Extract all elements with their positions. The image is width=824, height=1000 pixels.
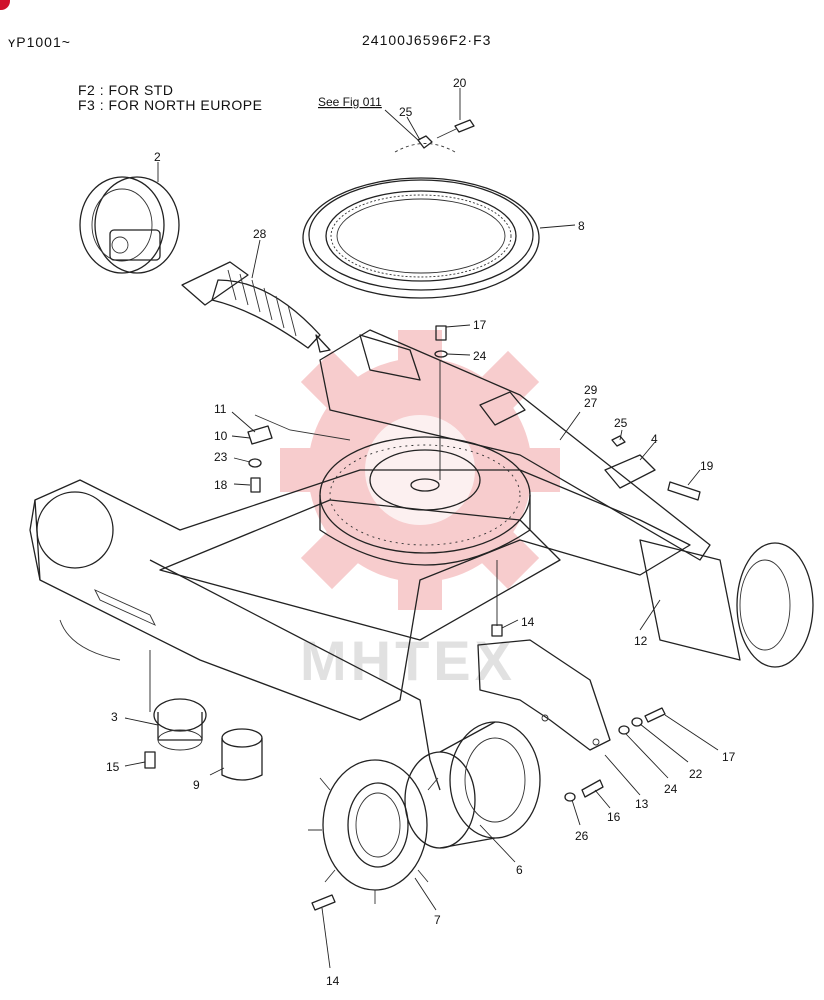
bolt-17-top bbox=[435, 325, 447, 341]
nut-25-right bbox=[611, 435, 626, 447]
callout-27: 27 bbox=[584, 396, 598, 410]
note-f3: F3 : FOR NORTH EUROPE bbox=[78, 97, 263, 113]
center-swing-circle bbox=[319, 436, 531, 566]
washer-23 bbox=[248, 458, 262, 468]
watermark-text: MHTEX bbox=[300, 629, 516, 692]
callout-24: 24 bbox=[473, 349, 487, 363]
washer-22 bbox=[631, 717, 643, 727]
callout-28: 28 bbox=[253, 227, 267, 241]
callout-24b: 24 bbox=[664, 782, 678, 796]
bolt-14-bottom bbox=[311, 894, 336, 911]
callout-15: 15 bbox=[106, 760, 120, 774]
washer-26 bbox=[564, 792, 576, 802]
idler-wheel bbox=[79, 176, 180, 274]
clip-10 bbox=[247, 425, 273, 445]
bolt-19 bbox=[667, 481, 701, 501]
callout-12: 12 bbox=[634, 634, 648, 648]
callout-17b: 17 bbox=[722, 750, 736, 764]
callout-2: 2 bbox=[154, 150, 161, 164]
callout-4: 4 bbox=[651, 432, 658, 446]
leader-lines bbox=[124, 88, 719, 969]
callout-16: 16 bbox=[607, 810, 621, 824]
rear-idler-right bbox=[639, 539, 814, 668]
bolt-17-bottom bbox=[644, 707, 666, 723]
callout-25b: 25 bbox=[614, 416, 628, 430]
carrier-roller-9 bbox=[221, 728, 263, 781]
part-code: 24100J6596F2·F3 bbox=[362, 32, 492, 48]
callout-17: 17 bbox=[473, 318, 487, 332]
callout-6: 6 bbox=[516, 863, 523, 877]
sprocket-7 bbox=[308, 759, 439, 904]
bolt-20 bbox=[436, 119, 475, 139]
callout-25: 25 bbox=[399, 105, 413, 119]
front-wheel-left bbox=[36, 491, 114, 569]
track-adjuster-spring bbox=[181, 261, 331, 353]
callout-18: 18 bbox=[214, 478, 228, 492]
callout-9: 9 bbox=[193, 778, 200, 792]
callout-7: 7 bbox=[434, 913, 441, 927]
bolt-18 bbox=[250, 477, 261, 493]
see-fig-reference: See Fig 011 bbox=[318, 95, 382, 109]
callout-14b: 14 bbox=[326, 974, 340, 988]
travel-motor-6 bbox=[404, 721, 541, 849]
callout-23: 23 bbox=[214, 450, 228, 464]
nut-25 bbox=[394, 135, 456, 153]
callout-29: 29 bbox=[584, 383, 598, 397]
callout-22: 22 bbox=[689, 767, 703, 781]
corner-badge bbox=[0, 0, 10, 10]
track-frame bbox=[29, 329, 711, 791]
swing-bearing bbox=[302, 177, 540, 299]
note-f2: F2 : FOR STD bbox=[78, 82, 174, 98]
callout-11: 11 bbox=[214, 402, 227, 416]
washer-24-bottom bbox=[618, 725, 630, 735]
serial-range: ʏP1001~ bbox=[8, 34, 71, 50]
callout-20: 20 bbox=[453, 76, 467, 90]
callout-10: 10 bbox=[214, 429, 228, 443]
callout-19: 19 bbox=[700, 459, 714, 473]
callout-3: 3 bbox=[111, 710, 118, 724]
callout-8: 8 bbox=[578, 219, 585, 233]
bolt-16 bbox=[581, 779, 604, 798]
cylinder-4 bbox=[479, 391, 656, 489]
track-roller-3 bbox=[153, 698, 207, 751]
callout-14: 14 bbox=[521, 615, 535, 629]
bracket-11 bbox=[254, 414, 351, 441]
callout-13: 13 bbox=[635, 797, 649, 811]
bolt-14-top bbox=[491, 624, 503, 637]
bolt-15 bbox=[144, 751, 156, 769]
callout-26: 26 bbox=[575, 829, 589, 843]
callout-labels: 20 25 2 8 28 17 24 29 27 11 10 25 4 23 1… bbox=[106, 76, 736, 988]
motor-cover-13 bbox=[477, 639, 611, 751]
